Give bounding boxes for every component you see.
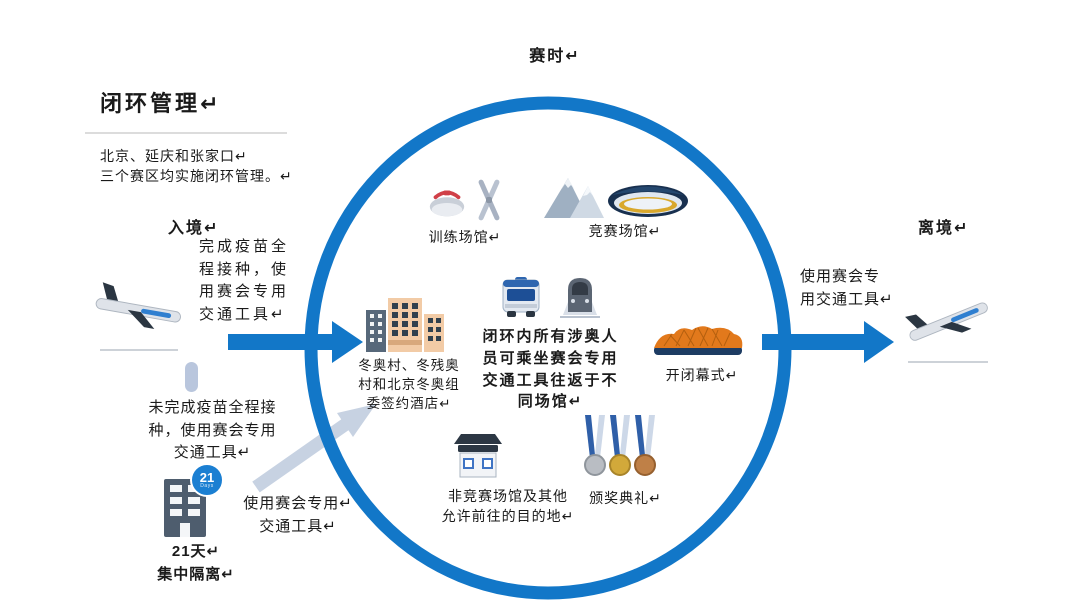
region-note: 北京、延庆和张家口↵ 三个赛区均实施闭环管理。↵ bbox=[100, 148, 293, 185]
badge-number: 21 bbox=[199, 470, 215, 485]
entry-branch-connector bbox=[185, 362, 198, 392]
phase-label: 赛时↵ bbox=[529, 48, 581, 65]
medals-icon bbox=[582, 415, 658, 481]
mountain-icon bbox=[542, 172, 606, 220]
noncompetition-label: 非竞赛场馆及其他 允许前往的目的地↵ bbox=[441, 488, 575, 525]
entry-vaccinated-text: 完成疫苗全 程接种，使 用赛会专用 交通工具↵ bbox=[199, 238, 290, 323]
exit-label: 离境↵ bbox=[918, 220, 970, 237]
awards-label: 颁奖典礼↵ bbox=[589, 490, 662, 506]
curling-stone-icon bbox=[426, 184, 468, 220]
quarantine-days-badge: 21 Days bbox=[190, 463, 224, 497]
birds-nest-stadium-icon bbox=[650, 320, 746, 360]
exit-transport-text: 使用赛会专 用交通工具↵ bbox=[800, 268, 894, 308]
exit-arrow bbox=[762, 321, 894, 363]
crossed-skis-icon bbox=[470, 178, 508, 222]
quarantine-duration-text: 21天↵ 集中隔离↵ bbox=[157, 543, 235, 583]
competition-venues-label: 竞赛场馆↵ bbox=[588, 223, 662, 239]
loop-transport-text: 闭环内所有涉奥人 员可乘坐赛会专用 交通工具往返于不 同场馆↵ bbox=[482, 328, 619, 411]
entry-arrow bbox=[228, 321, 363, 363]
speed-skating-oval-icon bbox=[606, 182, 690, 220]
entry-label: 入境↵ bbox=[168, 220, 220, 237]
bus-icon bbox=[500, 276, 542, 318]
training-venues-label: 训练场馆↵ bbox=[428, 229, 502, 245]
plane-takeoff-icon bbox=[903, 285, 995, 355]
page-title: 闭环管理↵ bbox=[100, 91, 222, 116]
storefront-icon bbox=[448, 432, 508, 480]
plane-landing-icon bbox=[92, 282, 187, 337]
ceremony-label: 开闭幕式↵ bbox=[665, 367, 739, 383]
quarantine-transport-text: 使用赛会专用↵ 交通工具↵ bbox=[243, 495, 353, 535]
train-icon bbox=[560, 274, 600, 318]
entry-unvaccinated-text: 未完成疫苗全程接 种，使用赛会专用 交通工具↵ bbox=[148, 399, 277, 461]
olympic-village-label: 冬奥村、冬残奥 村和北京冬奥组 委签约酒店↵ bbox=[358, 358, 460, 412]
badge-unit: Days bbox=[200, 483, 214, 489]
buildings-icon bbox=[364, 296, 446, 354]
